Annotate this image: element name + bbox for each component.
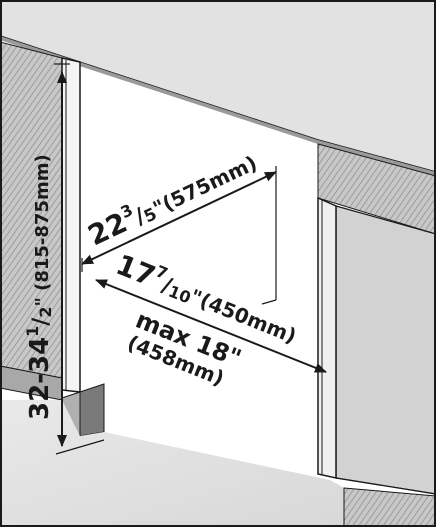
right-cabinet-side — [317, 196, 337, 479]
height-fraction-slash: / — [29, 317, 54, 326]
left-cabinet-toe-kick — [79, 383, 105, 437]
right-cabinet-plinth-top — [335, 477, 436, 495]
depth-dimension-line — [81, 171, 277, 265]
height-value: 32-34 — [25, 337, 55, 420]
height-fraction-numerator: 1 — [23, 326, 42, 337]
floor — [0, 400, 436, 527]
width-dimension-line — [95, 279, 327, 373]
right-cabinet-hatched-band — [317, 143, 436, 235]
right-cabinet-front — [335, 205, 436, 495]
svg-text:32-341/2" (815-875mm): 32-341/2" (815-875mm) — [23, 154, 55, 420]
height-bottom-tick — [55, 439, 105, 455]
right-cabinet-plinth — [343, 487, 436, 527]
left-cabinet-front-panel — [61, 57, 81, 393]
height-fraction-denominator: 2 — [36, 307, 55, 318]
countertop-edge — [0, 36, 436, 176]
height-label: 32-341/2" (815-875mm) — [23, 154, 55, 420]
height-metric: " (815-875mm) — [32, 154, 53, 306]
